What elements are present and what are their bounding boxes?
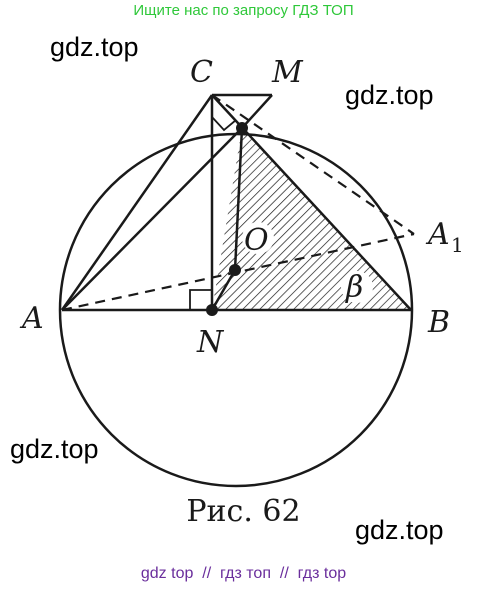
line-foot-to-O bbox=[233, 127, 244, 271]
label-bg-O bbox=[242, 222, 274, 254]
geometry-figure: C M A 1 O β A N B bbox=[19, 55, 464, 488]
watermark-3: gdz.top bbox=[10, 434, 99, 464]
label-N: N bbox=[196, 325, 225, 360]
label-bg-beta bbox=[341, 271, 373, 303]
label-A: A bbox=[19, 301, 44, 336]
point-O bbox=[229, 264, 241, 276]
right-angle-marker-C bbox=[211, 116, 237, 132]
point-foot bbox=[236, 122, 248, 134]
shaded-triangle bbox=[212, 128, 411, 310]
dashed-line-CA1 bbox=[211, 94, 415, 235]
watermark-4: gdz.top bbox=[355, 515, 444, 545]
label-M: M bbox=[271, 55, 304, 90]
label-A1: A bbox=[425, 217, 450, 252]
line-AC bbox=[60, 94, 214, 311]
label-B: B bbox=[427, 305, 450, 340]
right-angle-marker-N bbox=[189, 289, 212, 310]
figure-caption: Рис. 62 bbox=[186, 494, 301, 529]
dashed-line-AA1 bbox=[61, 232, 415, 312]
label-beta: β bbox=[345, 270, 363, 305]
watermark-1: gdz.top bbox=[50, 32, 139, 62]
top-banner: Ищите нас по запросу ГДЗ ТОП bbox=[133, 2, 354, 19]
label-C: C bbox=[190, 55, 213, 90]
point-N bbox=[206, 304, 218, 316]
line-O-to-N bbox=[210, 269, 237, 311]
line-M-to-foot bbox=[241, 94, 273, 129]
label-O: O bbox=[244, 223, 269, 258]
watermark-2: gdz.top bbox=[345, 80, 434, 110]
label-A1-subscript: 1 bbox=[451, 233, 464, 257]
footer-text: gdz top // гдз топ // гдз top bbox=[140, 565, 347, 582]
